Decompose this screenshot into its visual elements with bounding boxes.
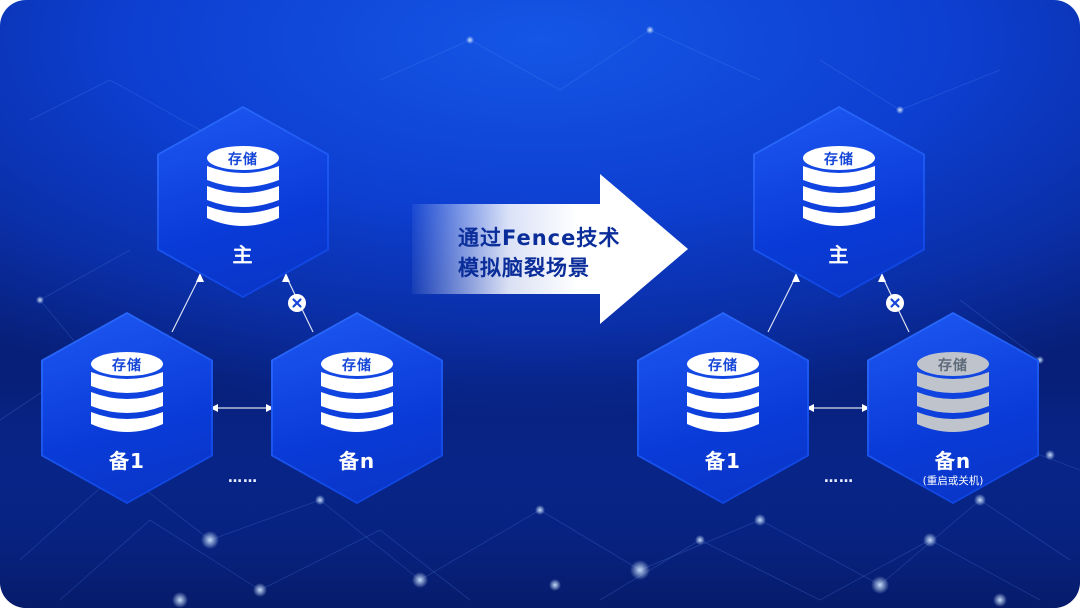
node-name: 备n [934, 449, 972, 473]
transition-line-1: 通过Fence技术 [458, 226, 621, 250]
node-name: 主 [232, 243, 254, 267]
storage-label: 存储 [824, 152, 854, 168]
storage-label: 存储 [708, 358, 738, 374]
arrow-right-icon [412, 174, 688, 324]
node-primary-after: 存储 主 [753, 106, 925, 298]
storage-label: 存储 [938, 358, 968, 374]
database-icon [687, 352, 759, 432]
transition-line-2: 模拟脑裂场景 [458, 256, 590, 280]
ellipsis: …… [228, 470, 258, 486]
storage-label: 存储 [342, 358, 372, 374]
ellipsis: …… [824, 470, 854, 486]
database-icon [803, 146, 875, 226]
storage-label: 存储 [228, 152, 258, 168]
database-icon [91, 352, 163, 432]
node-backup1-after: 存储 备1 [637, 312, 809, 504]
node-name: 主 [828, 243, 850, 267]
node-name: 备n [338, 449, 376, 473]
storage-label: 存储 [112, 358, 142, 374]
node-name: 备1 [705, 449, 741, 473]
node-backupn-after: 存储 备n (重启或关机) [867, 312, 1039, 504]
database-icon-inactive [917, 352, 989, 432]
node-name: 备1 [109, 449, 145, 473]
database-icon [207, 146, 279, 226]
database-icon [321, 352, 393, 432]
node-status-note: (重启或关机) [922, 475, 984, 487]
